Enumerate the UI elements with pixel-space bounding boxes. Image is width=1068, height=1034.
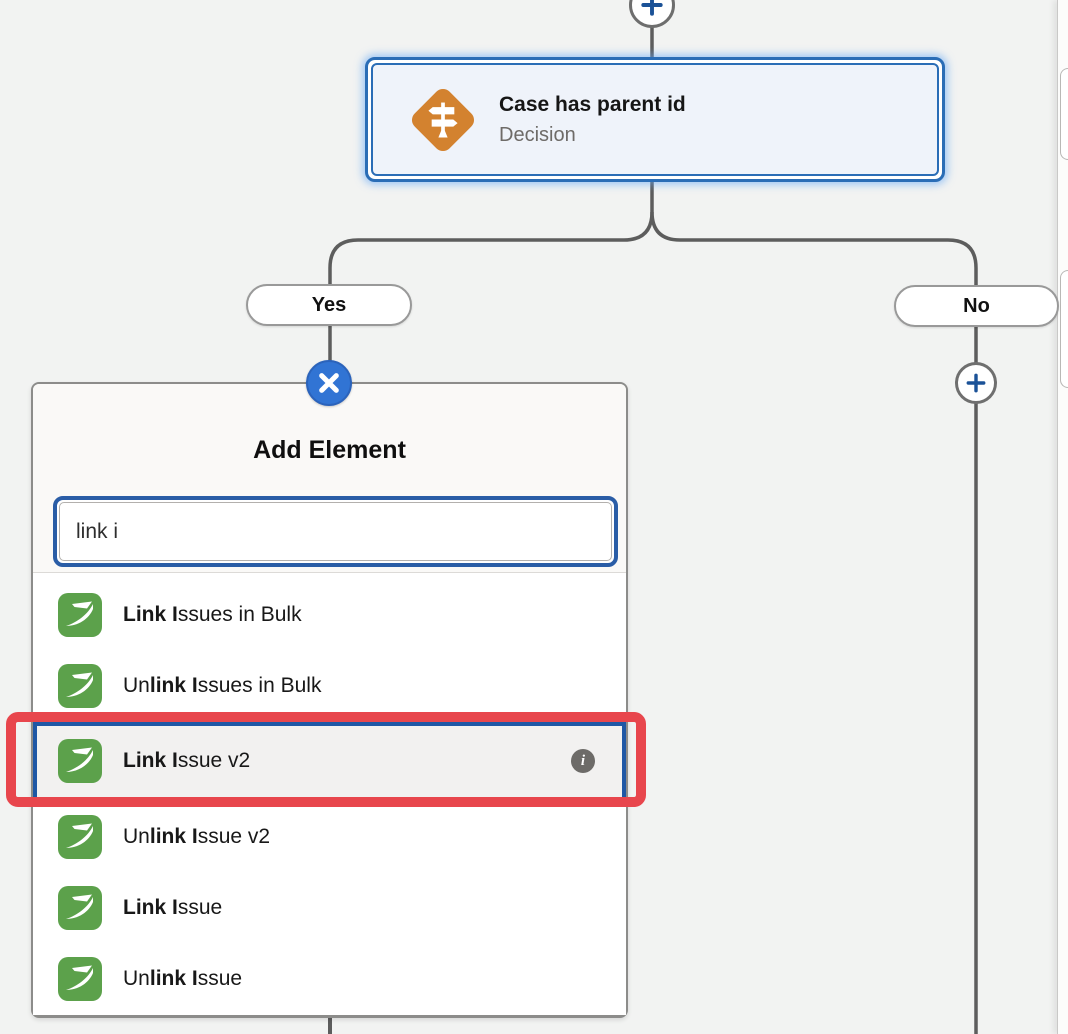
list-item-label: Unlink Issue v2 — [123, 825, 270, 849]
decision-node-text: Case has parent id Decision — [499, 91, 686, 147]
list-item-label: Link Issues in Bulk — [123, 603, 302, 627]
zendesk-icon — [58, 885, 102, 930]
search-input[interactable] — [59, 502, 612, 561]
decision-node-body: Case has parent id Decision — [371, 63, 939, 176]
add-element-button-no-branch[interactable] — [955, 362, 997, 404]
add-element-button-top[interactable] — [629, 0, 675, 28]
label-match: link I — [149, 967, 198, 991]
list-item[interactable]: Unlink Issue v2 — [33, 800, 626, 873]
decision-node-title: Case has parent id — [499, 93, 686, 117]
list-item-label: Link Issue — [123, 896, 222, 920]
zendesk-icon — [58, 592, 102, 637]
label-match: link I — [149, 673, 198, 697]
label-match: link I — [149, 824, 198, 848]
info-icon[interactable]: i — [571, 749, 595, 774]
branch-label-yes: Yes — [246, 284, 412, 326]
label-post: ssues in Bulk — [177, 602, 302, 626]
right-panel-card-edge — [1060, 68, 1068, 160]
branch-label-no: No — [894, 285, 1059, 327]
element-list: Link Issues in Bulk Unlink Issues in Bul… — [33, 573, 626, 1015]
label-match: Link I — [123, 602, 178, 626]
decision-icon — [411, 88, 475, 151]
zendesk-icon — [58, 663, 102, 708]
right-panel-edge — [1057, 0, 1068, 1034]
label-post: ssue — [177, 895, 223, 919]
label-pre: Un — [123, 673, 150, 697]
list-item[interactable]: Unlink Issue — [33, 943, 626, 1015]
label-match: Link I — [123, 749, 178, 773]
list-item-selected[interactable]: Link Issue v2 i — [33, 721, 626, 801]
list-item-label: Unlink Issue — [123, 967, 242, 991]
list-item-label: Link Issue v2 — [123, 749, 250, 773]
popup-title: Add Element — [253, 436, 406, 464]
zendesk-icon — [58, 957, 102, 1002]
zendesk-icon — [58, 814, 102, 859]
label-post: ssue v2 — [177, 749, 251, 773]
label-post: ssue v2 — [197, 824, 271, 848]
label-pre: Un — [123, 967, 150, 991]
plus-icon — [966, 373, 986, 393]
label-pre: Un — [123, 824, 150, 848]
list-item-label: Unlink Issues in Bulk — [123, 674, 321, 698]
list-item[interactable]: Unlink Issues in Bulk — [33, 650, 626, 722]
add-element-popup: Add Element Link Issues in Bulk Unli — [31, 382, 628, 1018]
list-item[interactable]: Link Issue — [33, 872, 626, 944]
close-add-element-button[interactable] — [306, 360, 352, 406]
label-match: Link I — [123, 895, 178, 919]
plus-icon — [641, 0, 663, 16]
right-panel-card-edge — [1060, 270, 1068, 388]
zendesk-icon — [58, 739, 102, 784]
label-post: ssues in Bulk — [197, 673, 322, 697]
search-box — [53, 496, 618, 567]
decision-node-type: Decision — [499, 123, 576, 146]
list-item[interactable]: Link Issues in Bulk — [33, 579, 626, 651]
label-post: ssue — [197, 967, 243, 991]
close-icon — [319, 373, 339, 393]
decision-node[interactable]: Case has parent id Decision — [365, 57, 945, 182]
